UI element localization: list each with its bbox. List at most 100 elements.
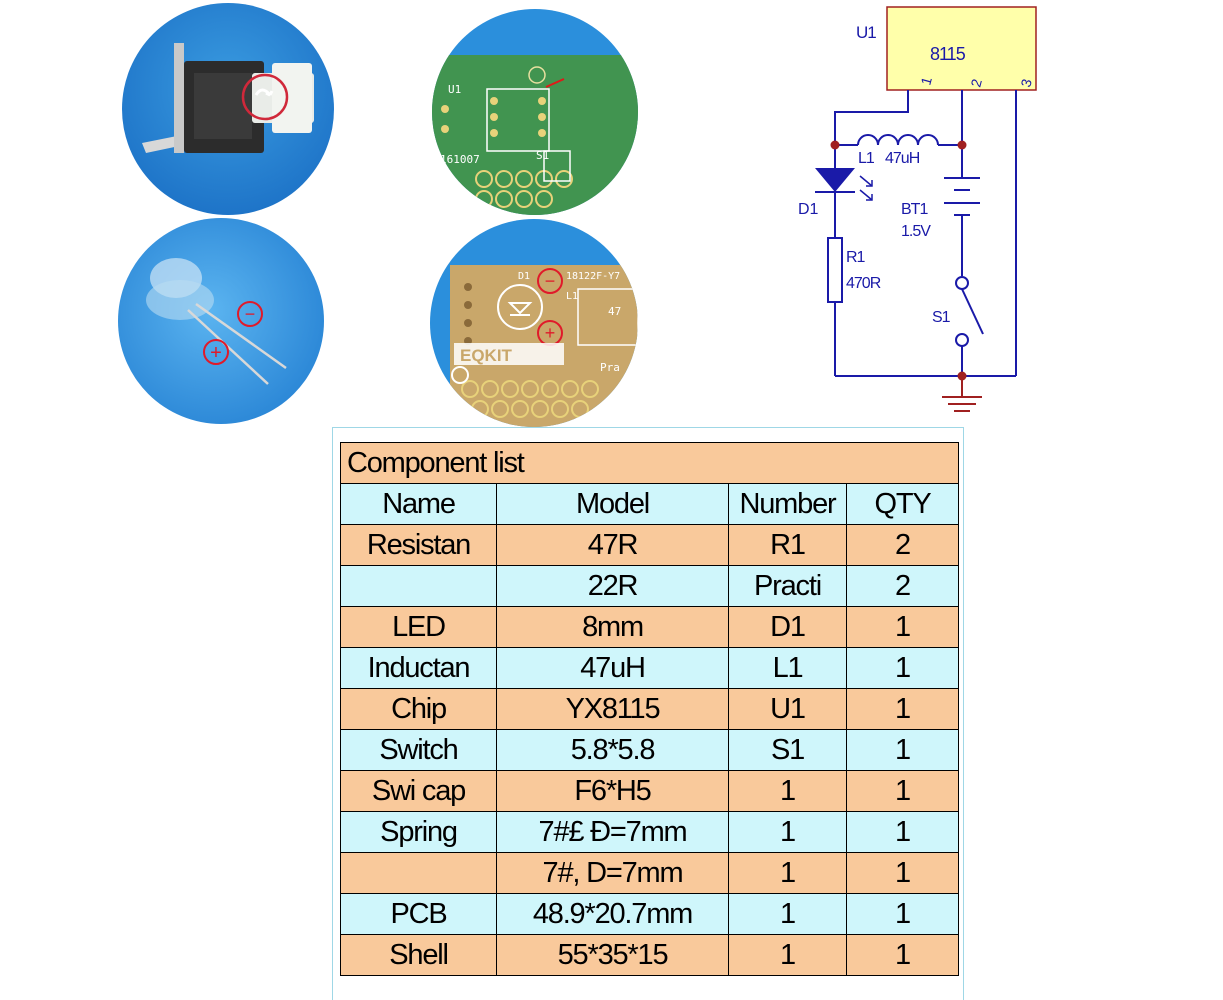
battery-symbol	[944, 177, 980, 216]
cell-model: 8mm	[496, 606, 729, 648]
d1-ref: D1	[798, 201, 819, 218]
table-title-row: Component list	[340, 442, 959, 484]
cell-name: Switch	[340, 729, 497, 771]
cell-number: S1	[728, 729, 847, 771]
cell-number: R1	[728, 524, 847, 566]
led-plus-label: +	[210, 342, 222, 364]
cell-qty: 2	[846, 565, 959, 607]
silk-brand: EQKIT	[460, 346, 513, 365]
cell-name: LED	[340, 606, 497, 648]
switch-photo	[122, 3, 334, 215]
cell-number: Practi	[728, 565, 847, 607]
led-minus-label: −	[245, 304, 256, 324]
led-symbol	[815, 168, 855, 192]
chip-u1	[886, 6, 1037, 91]
r1-value: 470R	[846, 275, 881, 292]
cell-model: F6*H5	[496, 770, 729, 812]
l1-value: 47uH	[885, 150, 920, 167]
silk-u1: U1	[448, 83, 461, 96]
component-list-panel: Component list Name Model Number QTY Res…	[332, 427, 964, 1000]
bt1-ref: BT1	[901, 201, 928, 218]
component-table: Component list Name Model Number QTY Res…	[340, 442, 959, 976]
cell-name: Shell	[340, 934, 497, 976]
cell-qty: 1	[846, 647, 959, 689]
cell-qty: 1	[846, 893, 959, 935]
l1-ref: L1	[858, 150, 875, 167]
cell-name: Inductan	[340, 647, 497, 689]
cell-number: D1	[728, 606, 847, 648]
cell-qty: 2	[846, 524, 959, 566]
silk-code: 161007	[440, 153, 480, 166]
cell-number: L1	[728, 647, 847, 689]
cell-model: 5.8*5.8	[496, 729, 729, 771]
r1-ref: R1	[846, 249, 866, 266]
pin1-label: 1	[917, 75, 935, 87]
u1-value: 8115	[930, 44, 966, 64]
header-name: Name	[340, 483, 497, 525]
header-model: Model	[496, 483, 729, 525]
table-header-row: Name Model Number QTY	[340, 483, 959, 525]
silk-l1: L1	[566, 291, 578, 302]
cell-name: Chip	[340, 688, 497, 730]
cell-name: PCB	[340, 893, 497, 935]
silk-pra: Pra	[600, 361, 620, 374]
cell-model: 48.9*20.7mm	[496, 893, 729, 935]
cell-qty: 1	[846, 729, 959, 771]
cell-qty: 1	[846, 688, 959, 730]
cell-qty: 1	[846, 606, 959, 648]
silk-s1: S1	[536, 149, 549, 162]
cell-model: 7#, D=7mm	[496, 852, 729, 894]
cell-name: Spring	[340, 811, 497, 853]
svg-text:−: −	[545, 271, 556, 291]
cell-model: YX8115	[496, 688, 729, 730]
cell-name: Swi cap	[340, 770, 497, 812]
pin3-label: 3	[1017, 77, 1035, 89]
cell-number: 1	[728, 934, 847, 976]
header-number: Number	[728, 483, 847, 525]
resistor-symbol	[827, 237, 843, 303]
cell-model: 55*35*15	[496, 934, 729, 976]
table-title: Component list	[340, 442, 959, 484]
pin2-label: 2	[967, 77, 985, 89]
s1-ref: S1	[932, 309, 951, 326]
cell-number: 1	[728, 770, 847, 812]
pcb-bottom-photo: − + EQKIT D1 18122F-Y7 L1 47 Pra	[430, 219, 638, 427]
ground-symbol	[942, 376, 982, 412]
switch-symbol	[955, 276, 984, 347]
cell-qty: 1	[846, 934, 959, 976]
header-qty: QTY	[846, 483, 959, 525]
cell-model: 47uH	[496, 647, 729, 689]
cell-number: 1	[728, 811, 847, 853]
silk-47: 47	[608, 305, 621, 318]
cell-number: 1	[728, 852, 847, 894]
pcb-top-photo: U1 161007 S1	[432, 9, 638, 215]
led-photo: − +	[118, 218, 324, 424]
cell-model: 47R	[496, 524, 729, 566]
silk-d1: D1	[518, 271, 530, 282]
cell-number: U1	[728, 688, 847, 730]
circuit-schematic: U1 8115 1 2 3 D1 L1 47uH	[798, 6, 1037, 412]
cell-qty: 1	[846, 770, 959, 812]
cell-model: 7#£ Ð=7mm	[496, 811, 729, 853]
svg-text:+: +	[545, 323, 556, 343]
bt1-value: 1.5V	[901, 223, 931, 240]
cell-name: Resistan	[340, 524, 497, 566]
cell-model: 22R	[496, 565, 729, 607]
silk-code-2: 18122F-Y7	[566, 271, 620, 282]
cell-qty: 1	[846, 811, 959, 853]
cell-name	[340, 852, 497, 894]
cell-qty: 1	[846, 852, 959, 894]
cell-name	[340, 565, 497, 607]
u1-ref: U1	[856, 23, 876, 42]
